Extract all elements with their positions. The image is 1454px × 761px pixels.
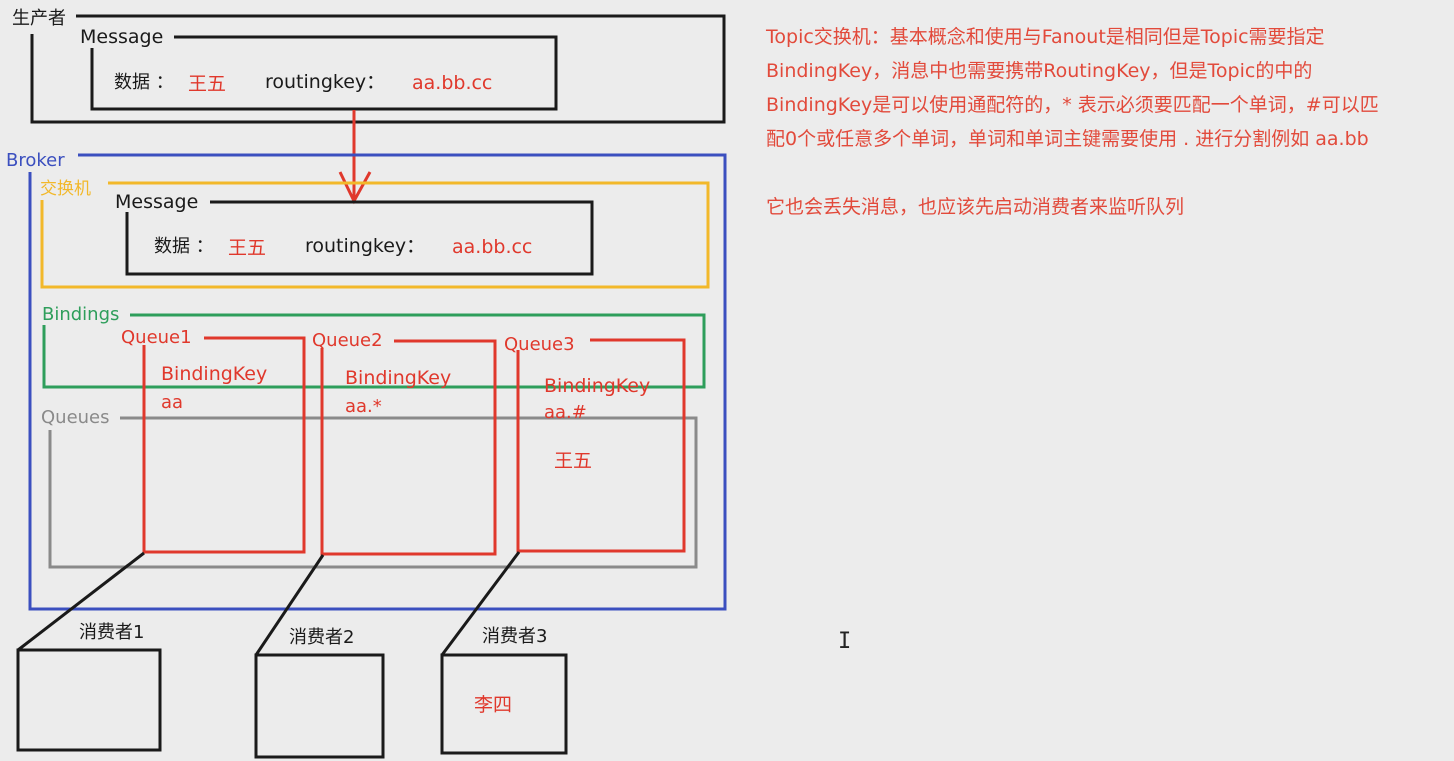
queue-3-content: 王五 xyxy=(554,450,592,472)
queue-1-name: Queue1 xyxy=(121,327,192,348)
exchange-key-value: aa.bb.cc xyxy=(452,236,532,258)
consumer-1: 消费者1 xyxy=(16,622,162,752)
consumer-2-label: 消费者2 xyxy=(289,627,354,648)
consumer-2: 消费者2 xyxy=(254,627,385,759)
queue-2: Queue2 BindingKey aa.* xyxy=(312,330,497,556)
producer-data-label: 数据 ： xyxy=(114,72,174,93)
producer-message-title: Message xyxy=(80,26,163,48)
producer-data-value: 王五 xyxy=(188,73,226,95)
note-line-1: Topic交换机：基本概念和使用与Fanout是相同但是Topic需要指定 xyxy=(766,26,1325,48)
broker-box: Broker xyxy=(6,150,727,611)
exchange-message-box: Message 数据 ： 王五 routingkey： aa.bb.cc xyxy=(115,191,594,276)
consumer-1-label: 消费者1 xyxy=(79,622,144,643)
producer-label: 生产者 xyxy=(12,8,66,29)
producer-message-box: Message 数据 ： 王五 routingkey： aa.bb.cc xyxy=(80,26,558,111)
queue-3-binding-label: BindingKey xyxy=(544,375,650,397)
topic-notes: Topic交换机：基本概念和使用与Fanout是相同但是Topic需要指定 Bi… xyxy=(766,20,1446,224)
consumer-connectors xyxy=(17,551,521,656)
note-line-2: BindingKey，消息中也需要携带RoutingKey，但是Topic的中的 xyxy=(766,60,1313,82)
queues-label: Queues xyxy=(41,407,110,428)
queues-box: Queues xyxy=(41,407,698,569)
note-line-4: 配0个或任意多个单词，单词和单词主键需要使用 . 进行分割例如 aa.bb xyxy=(766,128,1369,150)
exchange-box: 交换机 xyxy=(40,179,710,289)
bindings-box: Bindings xyxy=(42,304,706,389)
producer-key-value: aa.bb.cc xyxy=(412,72,492,94)
exchange-label: 交换机 xyxy=(40,179,91,199)
consumer-3: 消费者3 李四 xyxy=(440,626,568,755)
producer-key-label: routingkey： xyxy=(265,71,385,93)
queue-2-name: Queue2 xyxy=(312,330,383,351)
queue-3-binding-key: aa.# xyxy=(544,402,587,423)
note-line-3: BindingKey是可以使用通配符的，* 表示必须要匹配一个单词，#可以匹 xyxy=(766,94,1379,116)
queue-3: Queue3 BindingKey aa.# 王五 xyxy=(504,334,686,553)
consumer-3-label: 消费者3 xyxy=(482,626,547,647)
exchange-key-label: routingkey： xyxy=(305,235,425,257)
exchange-data-label: 数据 ： xyxy=(154,236,214,257)
queue-2-binding-key: aa.* xyxy=(345,396,382,417)
queue-1-binding-label: BindingKey xyxy=(161,363,267,385)
note-spacer xyxy=(766,156,1446,190)
bindings-label: Bindings xyxy=(42,304,119,325)
broker-label: Broker xyxy=(6,150,65,171)
queue-2-binding-label: BindingKey xyxy=(345,367,451,389)
consumer-3-content: 李四 xyxy=(474,694,512,716)
queue-1: Queue1 BindingKey aa xyxy=(121,327,306,554)
topic-exchange-diagram: 生产者 Message 数据 ： 王五 routingkey： aa.bb.cc… xyxy=(6,8,727,759)
text-cursor-icon: I xyxy=(838,629,852,654)
note-line-5: 它也会丢失消息，也应该先启动消费者来监听队列 xyxy=(766,196,1185,218)
queue-1-binding-key: aa xyxy=(161,392,183,413)
exchange-data-value: 王五 xyxy=(228,237,266,259)
exchange-message-title: Message xyxy=(115,191,198,213)
queue-3-name: Queue3 xyxy=(504,334,575,355)
producer-box: 生产者 xyxy=(12,8,726,124)
